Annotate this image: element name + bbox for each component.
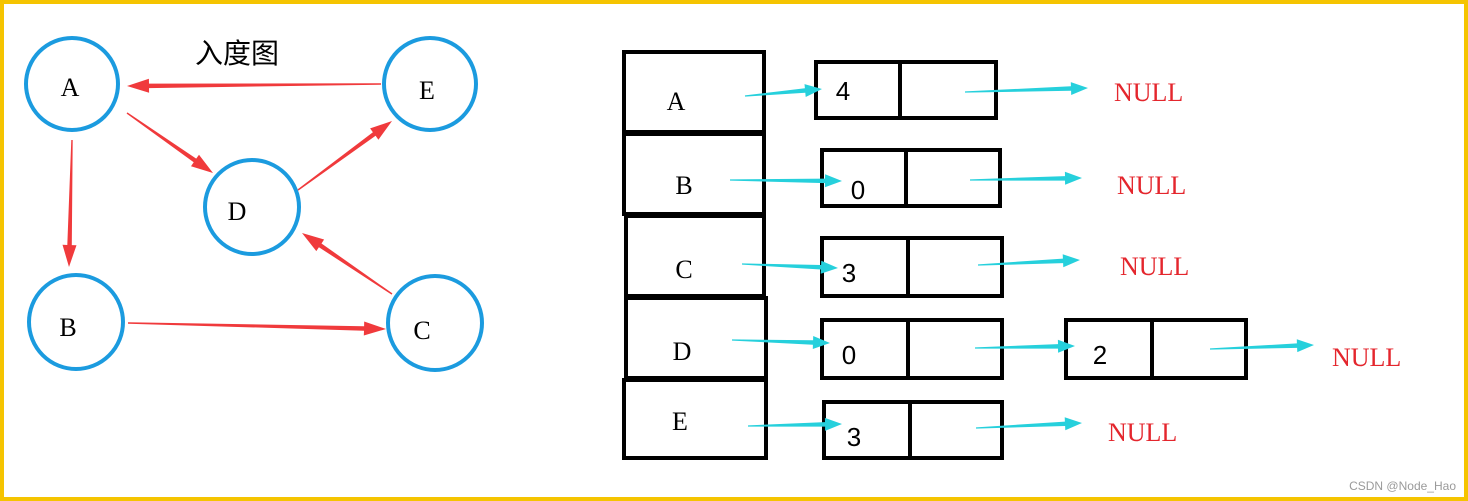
pointer-arrow (748, 417, 842, 431)
graph-node-d: D (203, 158, 301, 256)
node-label: B (59, 313, 76, 342)
vertex-label: C (675, 255, 692, 284)
node-circle (386, 274, 484, 372)
vertex-cell (622, 378, 768, 460)
pointer-arrow (744, 84, 822, 97)
edge-arrow-d-to-e (297, 121, 392, 191)
graph-node-b: B (27, 273, 125, 371)
vertex-label: B (675, 171, 692, 200)
list-node (820, 318, 1004, 380)
null-label: NULL (1117, 171, 1186, 200)
pointer-arrow (976, 417, 1082, 431)
edge-arrow-a-to-b (62, 140, 77, 267)
list-node-value: 4 (836, 76, 850, 106)
watermark: CSDN @Node_Hao (1349, 479, 1456, 493)
list-node-value: 3 (842, 258, 856, 288)
list-node (820, 148, 1002, 208)
vertex-label: E (672, 407, 688, 436)
pointer-arrow (1210, 339, 1314, 353)
null-label: NULL (1332, 343, 1401, 372)
edge-arrow-a-to-d (126, 112, 213, 173)
graph-title: 入度图 (195, 37, 279, 70)
node-circle (27, 273, 125, 371)
node-circle (382, 36, 478, 132)
vertex-label: A (667, 87, 686, 116)
node-label: A (61, 73, 80, 102)
edge-arrow-e-to-a (127, 78, 381, 93)
node-label: E (419, 76, 435, 105)
pointer-arrow (978, 254, 1080, 268)
node-circle (24, 36, 120, 132)
adjacency-row-b: B 0 NULL (622, 132, 1186, 216)
graph-node-a: A (24, 36, 120, 132)
pointer-arrow (742, 260, 838, 274)
adjacency-row-a: A 4 NULL (622, 50, 1183, 134)
graph: 入度图 A E D B C (24, 36, 484, 372)
pointer-arrow (732, 336, 830, 349)
graph-node-c: C (386, 274, 484, 372)
pointer-arrow (965, 82, 1088, 95)
list-node-value: 0 (842, 340, 856, 370)
edge-arrow-b-to-c (128, 321, 386, 336)
null-label: NULL (1120, 252, 1189, 281)
list-node-value: 0 (851, 175, 865, 205)
pointer-arrow (975, 339, 1075, 353)
list-node-value: 3 (847, 422, 861, 452)
graph-node-e: E (382, 36, 478, 132)
adjacency-row-c: C 3 NULL (624, 214, 1189, 298)
list-node (822, 400, 1004, 460)
vertex-label: D (673, 337, 692, 366)
null-label: NULL (1114, 78, 1183, 107)
node-circle (203, 158, 301, 256)
list-node-value: 2 (1093, 340, 1107, 370)
adjacency-row-e: E 3 NULL (622, 378, 1177, 460)
pointer-arrow (970, 171, 1082, 185)
null-label: NULL (1108, 418, 1177, 447)
pointer-arrow (730, 174, 842, 188)
edge-arrow-c-to-d (302, 233, 393, 295)
adjacency-list: A 4 NULL B 0 NULL C 3 (622, 50, 1401, 460)
node-label: D (228, 197, 247, 226)
node-label: C (413, 316, 430, 345)
